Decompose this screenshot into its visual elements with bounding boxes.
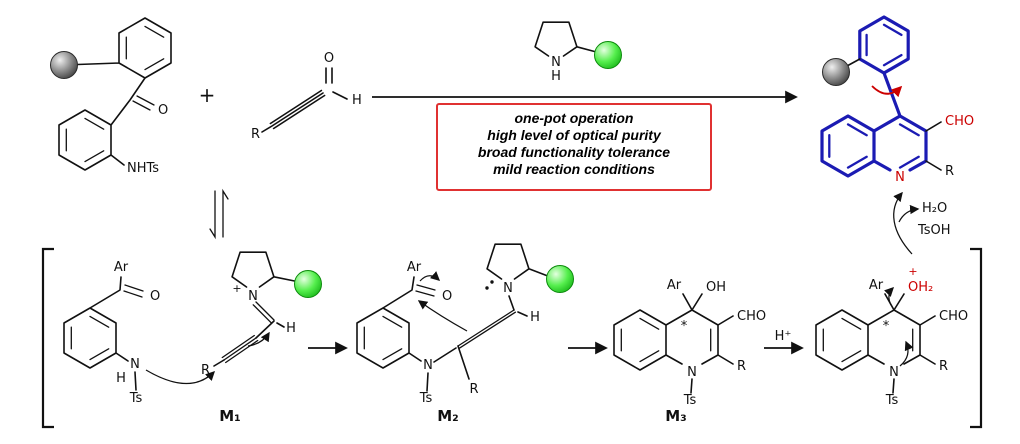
r-label: R [945, 164, 954, 179]
arrow-to-product [893, 191, 913, 255]
plus-charge: + [232, 282, 241, 295]
reagent-ynal: O H R [251, 51, 362, 142]
bonds [261, 67, 348, 133]
n-label: N [423, 358, 433, 373]
bonds [613, 293, 734, 394]
gray-sphere [50, 51, 78, 79]
bonds [63, 251, 296, 391]
cho-label: CHO [939, 309, 968, 324]
o-label: O [158, 103, 168, 118]
blue-double-bond-lines [828, 23, 920, 169]
curved-arrow-water-leaving [884, 287, 894, 306]
curved-arrow-enamine [417, 300, 468, 332]
curved-arrow-nh-attack [145, 369, 215, 385]
vinyl-h-label: H [286, 321, 296, 336]
lone-pair-dot [485, 286, 489, 290]
curved-arrow-carbonyl [419, 271, 441, 282]
oh-label: OH [706, 280, 726, 295]
reagent-aryl-ketone-sulfonamide: O NHTs [50, 17, 172, 176]
r-label: R [201, 363, 210, 378]
double-bond-lines [70, 284, 275, 364]
n-label: N [889, 365, 899, 380]
plus-sign: + [199, 83, 216, 107]
r-label: R [469, 382, 478, 397]
curved-arrow-alkyne [247, 331, 270, 347]
ts-label: Ts [885, 393, 899, 408]
ar-label: Ar [667, 278, 682, 293]
vinyl-h-label: H [530, 310, 540, 325]
tsoh-label: TsOH [917, 223, 951, 238]
intermediate-m3: Ar OH * CHO N Ts R M₃ [613, 278, 766, 425]
equilibrium-arrows [209, 188, 229, 240]
bonds [58, 17, 172, 171]
n-label: N [687, 365, 697, 380]
m1-label: M₁ [219, 407, 241, 425]
condition-line-1: one-pot operation [515, 110, 634, 126]
h-label: H [352, 93, 362, 108]
blue-ring-bonds [820, 15, 928, 178]
green-sphere [546, 265, 574, 293]
condition-line-3: broad functionality tolerance [478, 144, 670, 160]
o-label: O [324, 51, 334, 66]
ts-label: Ts [419, 391, 433, 406]
cho-label: CHO [945, 114, 974, 129]
m2-label: M₂ [437, 407, 459, 425]
stereocenter-star: * [883, 319, 890, 334]
double-bond-lines [822, 317, 914, 363]
intermediate-m1: Ar O N H Ts N + H R M₁ [63, 251, 322, 425]
intermediate-m2: Ar O N Ts R H N M₂ [356, 243, 574, 425]
nhts-label: NHTs [127, 161, 159, 176]
double-bond-lines [65, 25, 165, 163]
h-plus-label: H⁺ [775, 329, 792, 344]
bonds [815, 293, 936, 394]
m3-label: M₃ [665, 407, 687, 425]
leaving-group-arrow [898, 204, 920, 223]
ar-label: Ar [407, 260, 422, 275]
gray-sphere [822, 58, 850, 86]
green-sphere [594, 41, 622, 69]
lone-pair-dot [490, 280, 494, 284]
curved-arrow-nitrogen [899, 340, 914, 367]
catalyst-pyrrolidine: N H [534, 21, 622, 84]
h-label: H [551, 69, 561, 84]
substituent-bonds [847, 58, 942, 171]
r-label: R [737, 359, 746, 374]
cho-label: CHO [737, 309, 766, 324]
ts-label: Ts [129, 391, 143, 406]
bonds [534, 21, 596, 57]
iminium-n-label: N [248, 289, 258, 304]
enamine-n-label: N [503, 281, 513, 296]
o-label: O [150, 289, 160, 304]
oh2-label: OH₂ [908, 280, 933, 295]
condition-line-4: mild reaction conditions [493, 161, 655, 177]
conditions-box: one-pot operation high level of optical … [436, 103, 712, 191]
bonds [356, 243, 548, 392]
condition-line-2: high level of optical purity [487, 127, 662, 143]
elimination-arrows: H₂O TsOH [893, 191, 951, 255]
intermediate-protonated: Ar OH₂ + * CHO N Ts R [815, 265, 968, 408]
ts-label: Ts [683, 393, 697, 408]
stereocenter-star: * [681, 319, 688, 334]
double-bond-lines [363, 284, 517, 361]
n-label: N [895, 170, 905, 185]
h2o-label: H₂O [922, 201, 947, 216]
double-bond-lines [620, 317, 712, 363]
n-label: N [551, 55, 561, 70]
atropisomer-arc [871, 85, 903, 98]
o-label: O [442, 289, 452, 304]
ar-label: Ar [869, 278, 884, 293]
conditions-border [436, 103, 712, 191]
product-quinoline: CHO R N [820, 15, 974, 185]
r-label: R [251, 127, 260, 142]
r-label: R [939, 359, 948, 374]
arrow-m3-m4: H⁺ [764, 329, 804, 355]
plus-charge: + [908, 265, 917, 278]
h-label: H [116, 371, 126, 386]
n-label: N [130, 357, 140, 372]
mechanism-brackets [41, 247, 983, 429]
ar-label: Ar [114, 260, 129, 275]
green-sphere [294, 270, 322, 298]
